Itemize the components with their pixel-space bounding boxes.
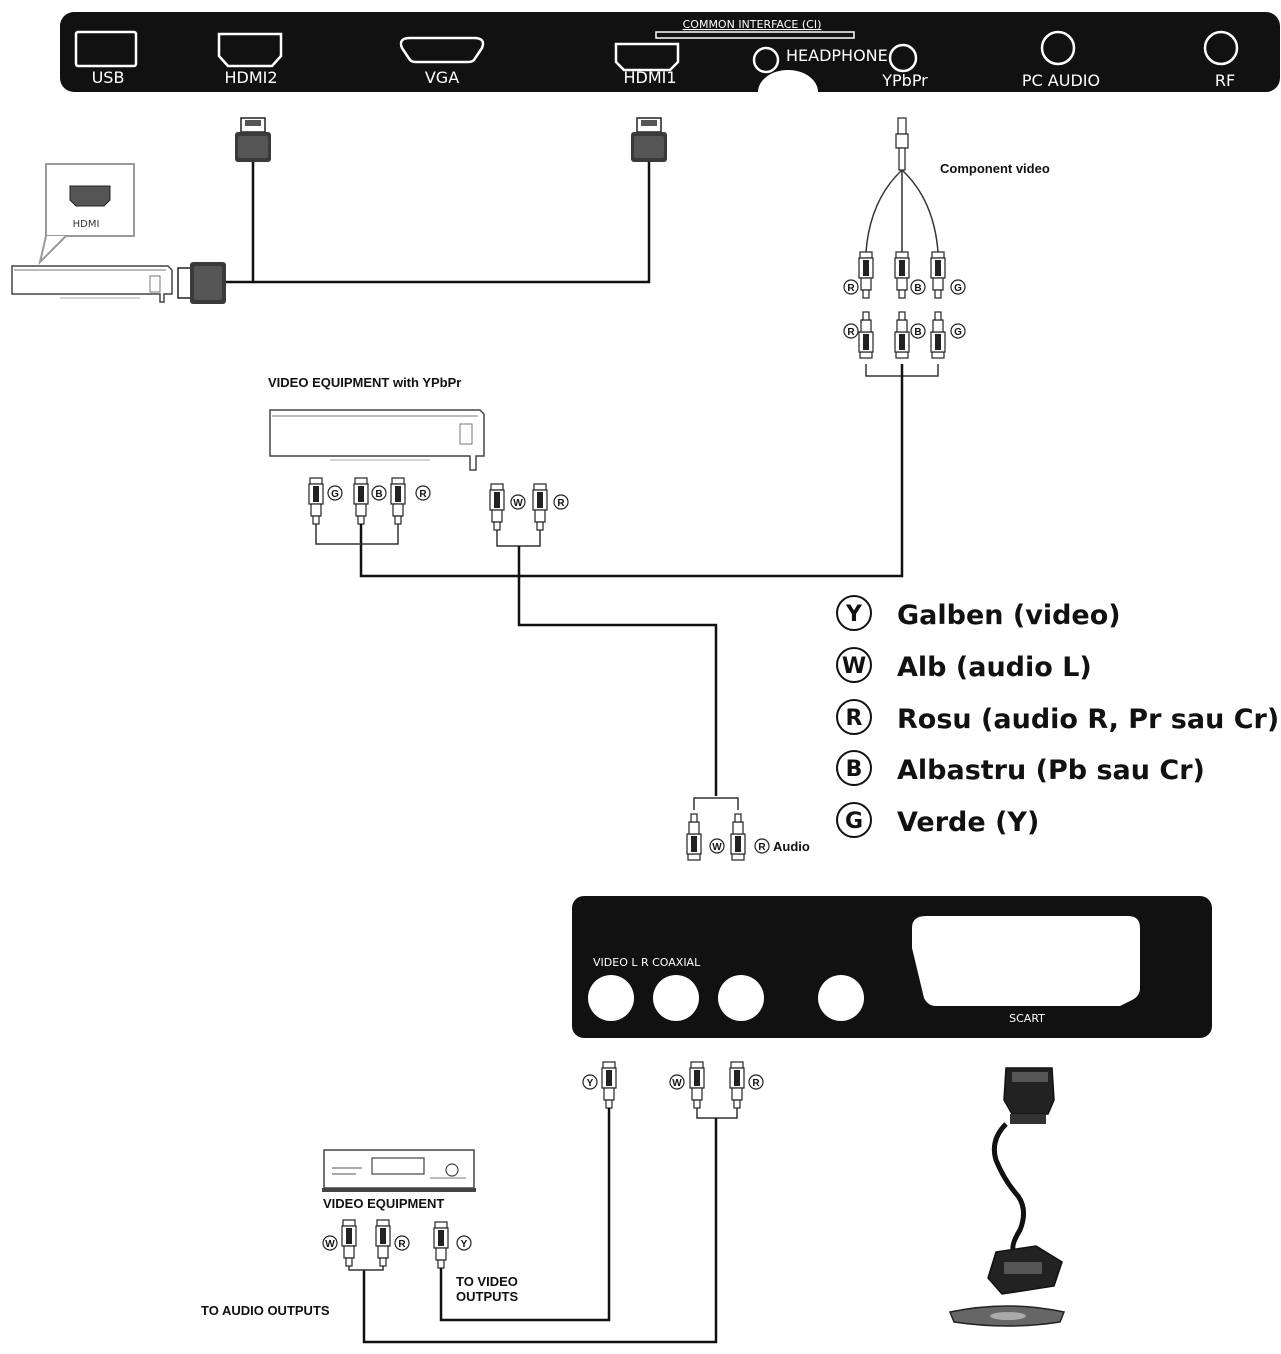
- video-eq-y-label: Y: [461, 1239, 468, 1250]
- video-eq-r-label: R: [398, 1239, 406, 1250]
- legend-item-r: R Rosu (audio R, Pr sau Cr): [836, 699, 1279, 735]
- component-lower-g-label: G: [954, 327, 962, 338]
- to-audio-outputs-label: TO AUDIO OUTPUTS: [201, 1303, 330, 1318]
- av-plug-y-label: Y: [587, 1078, 594, 1089]
- legend-text-y: Galben (video): [897, 600, 1121, 631]
- ypbpr-label: YPbPr: [881, 71, 928, 90]
- audio-plug-label: Audio: [773, 839, 810, 854]
- headphone-jack: [752, 46, 780, 74]
- legend-item-g: G Verde (Y): [836, 802, 1039, 838]
- legend-item-b: B Albastru (Pb sau Cr): [836, 750, 1205, 786]
- component-upper-g-label: G: [954, 283, 962, 294]
- av-plug-r-label: R: [752, 1078, 760, 1089]
- component-upper-r-label: R: [847, 283, 855, 294]
- hdmi-callout-label: HDMI: [73, 219, 100, 230]
- video-equipment: VIDEO EQUIPMENT W R Y TO VIDEO OUTPUTS T…: [201, 1149, 518, 1318]
- rf-label: RF: [1215, 71, 1235, 90]
- pc-audio-label: PC AUDIO: [1022, 71, 1100, 90]
- ypbpr-eq-w-label: W: [513, 498, 523, 509]
- audio-plug-w-label: W: [712, 842, 722, 853]
- ci-slot: [655, 31, 855, 39]
- ypbpr-equipment: VIDEO EQUIPMENT with YPbPr G B R W R: [268, 375, 718, 796]
- hdmi-callout-port-icon: [69, 185, 111, 207]
- tv-back-panel: USB HDMI2 VGA COMMON INTERFACE (CI) HDMI…: [60, 12, 1280, 114]
- usb-port: [74, 30, 138, 68]
- rf-jack: [1203, 30, 1239, 66]
- vga-port: [399, 36, 485, 64]
- legend-text-b: Albastru (Pb sau Cr): [897, 755, 1205, 786]
- hdmi-source-device: HDMI: [11, 163, 173, 303]
- to-video-outputs-line2: OUTPUTS: [456, 1289, 518, 1304]
- legend-letter-y: Y: [845, 602, 863, 627]
- ci-label: COMMON INTERFACE (CI): [683, 18, 822, 31]
- audio-plug-r-label: R: [758, 842, 766, 853]
- hdmi1-port: [614, 42, 680, 72]
- audio-l-jack: [653, 975, 699, 1021]
- scart-socket: [912, 916, 1140, 1006]
- legend-letter-b: B: [846, 757, 863, 782]
- ypbpr-eq-b-label: B: [375, 489, 382, 500]
- hdmi-device-plug: [177, 262, 226, 304]
- component-upper-b-label: B: [914, 283, 921, 294]
- legend-text-r: Rosu (audio R, Pr sau Cr): [897, 704, 1279, 735]
- legend-item-w: W Alb (audio L): [836, 647, 1092, 683]
- hdmi1-label: HDMI1: [623, 68, 676, 87]
- audio-r-jack: [718, 975, 764, 1021]
- scart-label: SCART: [1009, 1012, 1045, 1025]
- usb-label: USB: [92, 68, 125, 87]
- hdmi1-plug: [630, 117, 668, 163]
- legend-letter-r: R: [846, 706, 863, 731]
- hdmi2-label: HDMI2: [224, 68, 277, 87]
- component-video-label: Component video: [940, 161, 1050, 176]
- component-lower-b-label: B: [914, 327, 921, 338]
- audio-rca-plug: W R Audio: [686, 797, 810, 861]
- hdmi2-port: [217, 32, 283, 68]
- pc-audio-jack: [1040, 30, 1076, 66]
- legend-letter-g: G: [845, 809, 863, 834]
- av-input-panel: VIDEO L R COAXIAL SCART: [572, 896, 1212, 1038]
- av-jacks-label: VIDEO L R COAXIAL: [593, 956, 701, 969]
- ypbpr-eq-r-label: R: [419, 489, 427, 500]
- video-eq-w-label: W: [325, 1239, 335, 1250]
- color-legend: Y Galben (video) W Alb (audio L) R Rosu …: [836, 595, 1279, 838]
- coaxial-jack: [818, 975, 864, 1021]
- headphone-label: HEADPHONE: [786, 46, 888, 65]
- hdmi2-plug: [234, 117, 272, 163]
- vga-label: VGA: [425, 68, 459, 87]
- component-lower-r-label: R: [847, 327, 855, 338]
- component-video-cable: Component video R B G R B G: [359, 117, 1050, 578]
- hdmi-cables: [177, 117, 668, 304]
- legend-text-g: Verde (Y): [897, 807, 1039, 838]
- ypbpr-jack: [888, 43, 918, 73]
- ypbpr-equipment-title: VIDEO EQUIPMENT with YPbPr: [268, 375, 461, 390]
- av-rca-plugs: Y W R: [362, 1061, 764, 1344]
- ypbpr-eq-audio-r-label: R: [557, 498, 565, 509]
- av-plug-w-label: W: [672, 1078, 682, 1089]
- video-jack: [588, 975, 634, 1021]
- video-equipment-title: VIDEO EQUIPMENT: [323, 1196, 444, 1211]
- legend-text-w: Alb (audio L): [897, 652, 1092, 683]
- legend-letter-w: W: [842, 654, 866, 679]
- ypbpr-eq-g-label: G: [331, 489, 339, 500]
- legend-item-y: Y Galben (video): [836, 595, 1121, 631]
- to-video-outputs-line1: TO VIDEO: [456, 1274, 518, 1289]
- scart-cable: [948, 1067, 1066, 1327]
